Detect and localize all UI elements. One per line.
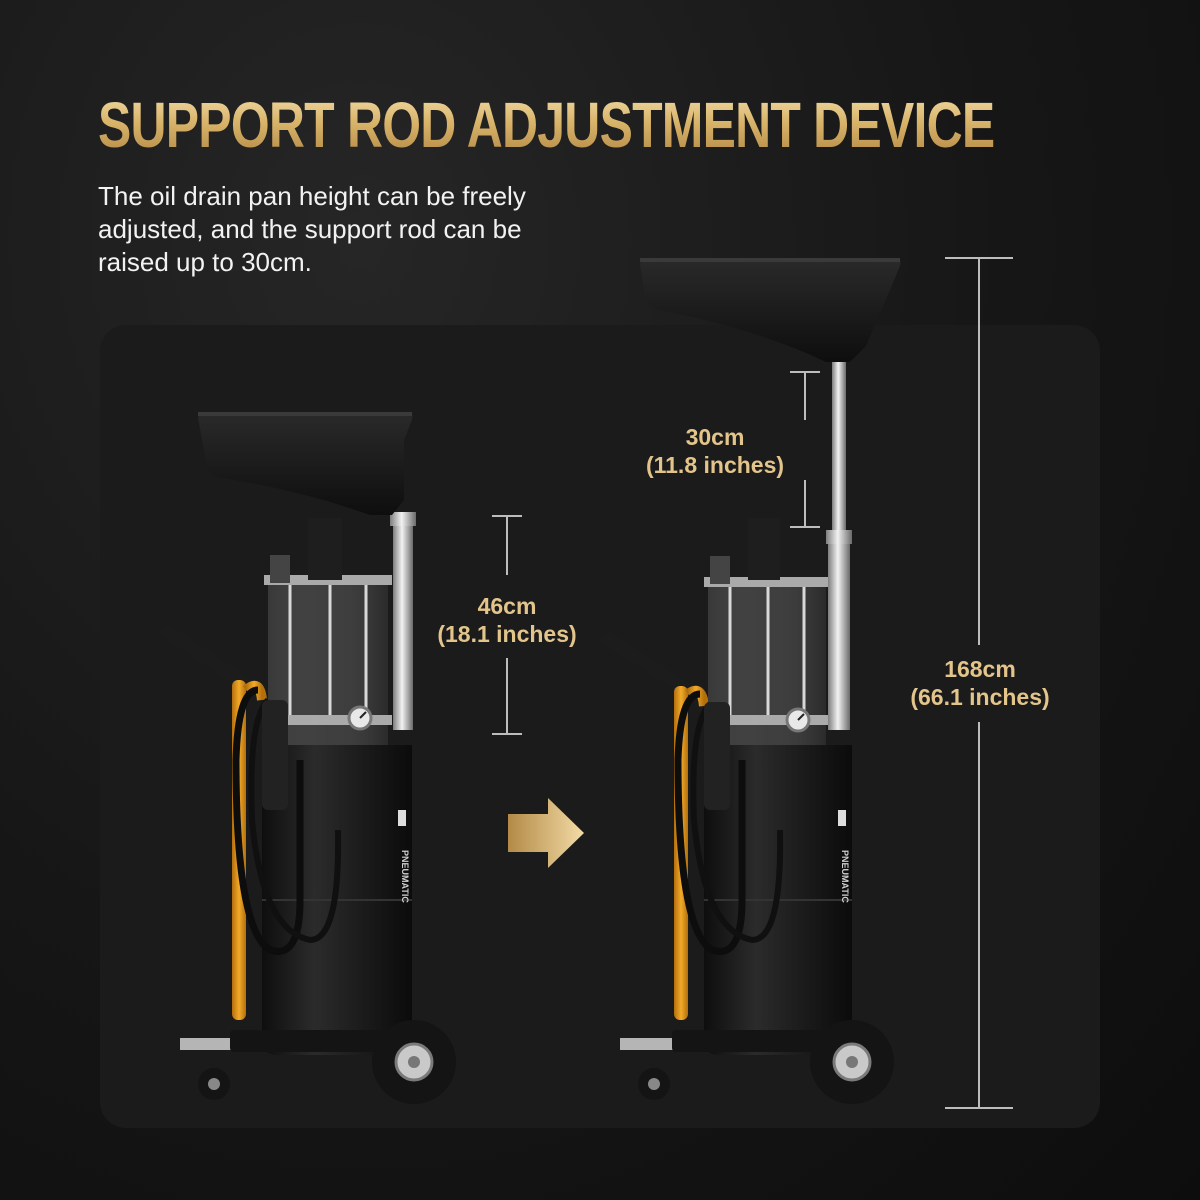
drain-hose (232, 686, 304, 955)
wheel-icon (372, 1020, 456, 1104)
dimension-30cm-line (790, 371, 820, 528)
dimension-label-46cm: 46cm (18.1 inches) (412, 592, 602, 648)
dimension-168cm-imperial: (66.1 inches) (910, 684, 1050, 710)
arrow-right-icon (508, 798, 584, 868)
oil-drain-pan (198, 412, 413, 515)
support-rod (393, 520, 413, 730)
description-text: The oil drain pan height can be freely a… (98, 181, 526, 277)
dimension-30cm-imperial: (11.8 inches) (645, 452, 785, 478)
dimension-168cm-metric: 168cm (944, 656, 1016, 682)
dimension-label-30cm: 30cm (11.8 inches) (620, 423, 810, 479)
dimension-168cm-line (945, 257, 1013, 1109)
dimension-46cm-metric: 46cm (477, 593, 537, 619)
dimension-46cm-imperial: (18.1 inches) (437, 621, 577, 647)
page-title: SUPPORT ROD ADJUSTMENT DEVICE (98, 89, 995, 161)
tank-label: PNEUMATIC (400, 850, 410, 903)
extended-support-rod (832, 362, 846, 542)
push-handle (161, 625, 247, 687)
dimension-label-168cm: 168cm (66.1 inches) (880, 655, 1080, 711)
dimension-30cm-metric: 30cm (685, 424, 745, 450)
right-oil-drainer: PNEUMATIC (603, 258, 901, 1104)
left-oil-drainer: PNEUMATIC (161, 412, 456, 1104)
tank-label-right: PNEUMATIC (840, 850, 850, 903)
dimension-46cm-line (492, 515, 522, 735)
